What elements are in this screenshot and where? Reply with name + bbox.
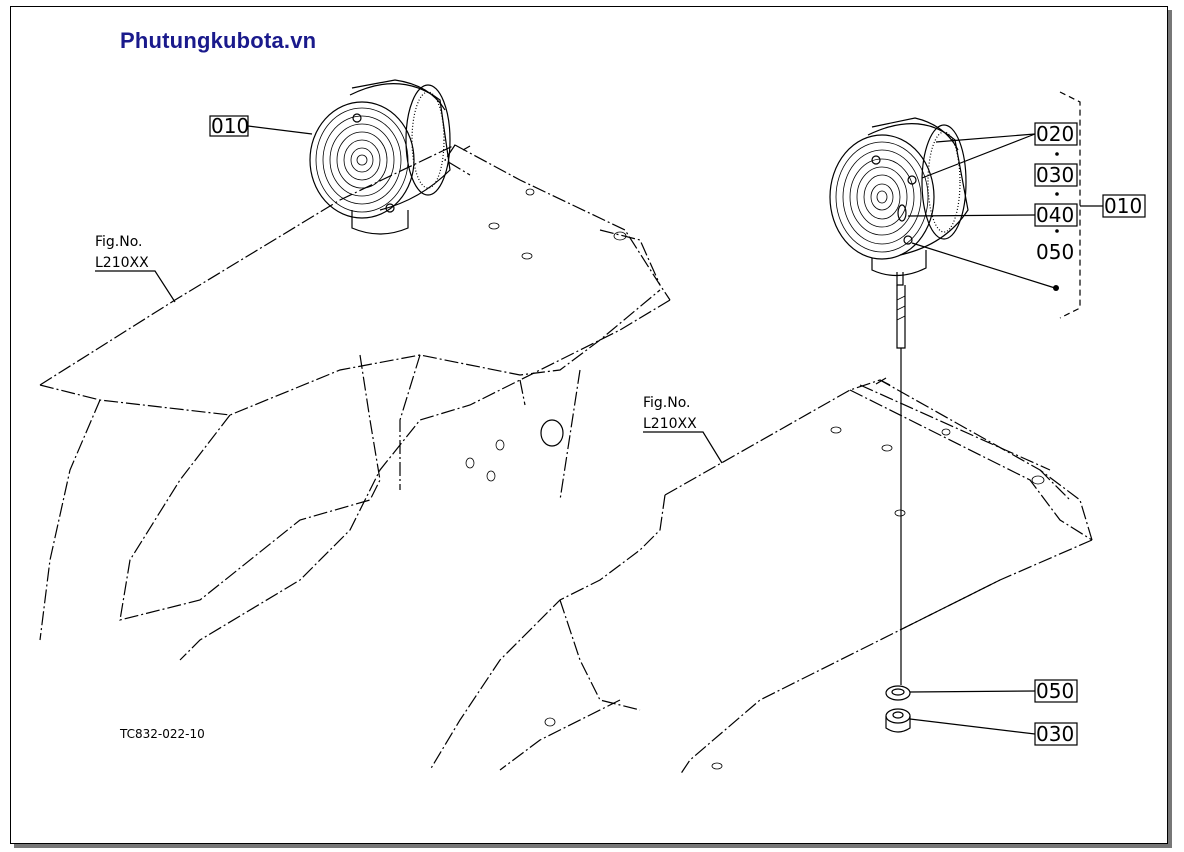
frame-shadow-bottom	[14, 844, 1172, 848]
fig-ref-left: Fig.No. L210XX	[95, 234, 176, 303]
svg-text:050: 050	[1036, 679, 1074, 703]
watermark-text: Phutungkubota.vn	[120, 28, 317, 53]
svg-text:L210XX: L210XX	[95, 255, 149, 271]
svg-text:010: 010	[1104, 194, 1142, 218]
svg-text:L210XX: L210XX	[643, 416, 697, 432]
svg-text:050: 050	[1036, 240, 1074, 264]
svg-text:010: 010	[211, 114, 249, 138]
left-fender-outline	[39, 144, 671, 661]
svg-text:020: 020	[1036, 122, 1074, 146]
drawing-frame	[10, 6, 1168, 844]
right-fender-outline	[429, 377, 1093, 776]
fig-ref-right: Fig.No. L210XX	[643, 395, 723, 464]
callout-right-020: 020	[921, 122, 1078, 179]
callout-nut-030: 030	[909, 718, 1078, 746]
svg-text:030: 030	[1036, 163, 1074, 187]
svg-text:030: 030	[1036, 722, 1074, 746]
callout-right-050: 050	[911, 240, 1074, 291]
svg-text:Fig.No.: Fig.No.	[95, 234, 143, 250]
callout-right-030: 030	[1034, 152, 1078, 196]
right-lamp-illustration	[829, 117, 969, 733]
callout-right-040: 040	[907, 203, 1078, 233]
svg-text:Fig.No.: Fig.No.	[643, 395, 691, 411]
svg-text:040: 040	[1036, 203, 1074, 227]
left-lamp-illustration	[309, 79, 451, 235]
bracket-group-010: 010	[1059, 91, 1146, 319]
callout-left-lamp: 010	[209, 114, 313, 138]
frame-shadow-right	[1168, 10, 1172, 848]
callout-washer-050: 050	[909, 679, 1078, 703]
drawing-code: TC832-022-10	[119, 727, 205, 741]
